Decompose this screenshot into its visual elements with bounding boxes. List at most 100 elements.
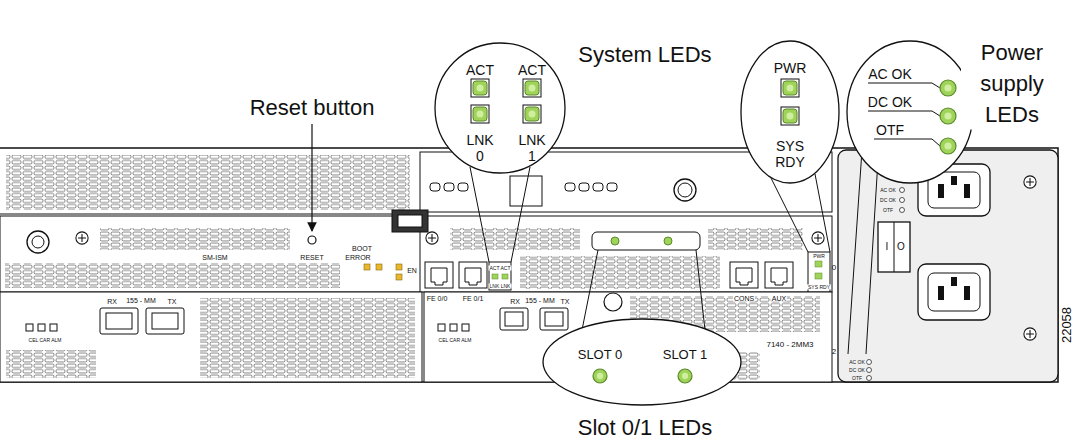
middle-module xyxy=(396,264,402,270)
middle-module xyxy=(611,237,619,245)
middle-module xyxy=(765,262,793,288)
led-symbol xyxy=(781,107,799,125)
callout-ellipse: SLOT 0SLOT 1 xyxy=(542,318,742,406)
led-name: LNK 1 xyxy=(515,132,549,164)
led-label: DC OK xyxy=(848,368,866,373)
button-label: RESET xyxy=(299,254,324,261)
top-module xyxy=(674,179,696,201)
bottom-right-module xyxy=(540,308,568,330)
power-supply xyxy=(951,277,957,286)
bottom-left-module xyxy=(0,292,422,382)
callout-outline xyxy=(847,41,973,183)
led-name: SLOT 0 xyxy=(578,347,623,362)
top-module xyxy=(607,183,617,191)
middle-module xyxy=(392,210,428,232)
led-label: ACT ACT xyxy=(488,266,511,271)
middle-module xyxy=(812,232,824,244)
middle-module xyxy=(396,274,402,280)
leader-line xyxy=(770,176,808,252)
port-label: RX xyxy=(106,298,118,305)
top-module xyxy=(593,183,603,191)
bottom-right-module xyxy=(450,324,457,331)
bottom-left-module xyxy=(100,308,138,334)
port-label: TX xyxy=(167,298,178,305)
bottom-left-module xyxy=(6,350,96,378)
callout-outline xyxy=(542,318,742,406)
chassis xyxy=(0,148,1058,382)
module-name: SM-ISM xyxy=(201,254,228,261)
middle-module xyxy=(489,262,511,290)
led-symbol xyxy=(678,369,692,383)
led-symbol xyxy=(471,79,489,97)
middle-module xyxy=(100,228,290,250)
middle-module xyxy=(32,236,44,248)
led-symbol xyxy=(529,111,536,118)
power-supply xyxy=(878,222,910,272)
power-supply xyxy=(938,286,944,300)
led-symbol xyxy=(471,79,489,97)
bottom-right-module xyxy=(545,312,563,326)
callout-circle: ACTACTLNK 0LNK 1 xyxy=(434,42,566,174)
chassis xyxy=(6,155,410,210)
power-supply xyxy=(928,273,980,311)
callout-outline xyxy=(846,40,974,184)
bottom-left-module xyxy=(152,313,178,329)
figure-number: 22058 xyxy=(1060,306,1073,344)
led-symbol xyxy=(529,85,536,92)
bottom-left-module xyxy=(146,308,184,334)
callout-circle: PWRSYS RDY xyxy=(740,40,840,184)
led-symbol xyxy=(597,373,603,379)
bottom-left-module xyxy=(26,324,33,331)
middle-module xyxy=(808,252,830,292)
led-label: CEL CAR ALM xyxy=(438,338,473,343)
callout-outline xyxy=(543,319,741,405)
bottom-right-module xyxy=(500,308,528,330)
led-symbol xyxy=(781,79,799,97)
led-symbol xyxy=(525,81,539,95)
led-symbol xyxy=(523,79,541,97)
power-supply xyxy=(964,184,970,198)
led-symbol xyxy=(473,107,487,121)
bottom-right-module xyxy=(604,293,622,311)
middle-module xyxy=(492,274,498,279)
top-module xyxy=(444,183,454,191)
middle-module xyxy=(465,268,481,285)
power-supply xyxy=(951,176,957,185)
middle-module xyxy=(664,237,672,245)
led-name: SYS RDY xyxy=(771,138,809,170)
power-supply xyxy=(918,264,990,320)
top-module xyxy=(565,183,575,191)
bottom-left-module xyxy=(106,313,132,329)
callout-label: System LEDs xyxy=(577,44,712,66)
bottom-left-module xyxy=(38,324,45,331)
port-label: TX xyxy=(560,298,571,305)
power-supply xyxy=(867,376,872,381)
middle-module xyxy=(459,262,487,288)
led-symbol xyxy=(523,79,541,97)
switch-label: O xyxy=(896,242,906,252)
top-module xyxy=(510,176,542,206)
leader-line xyxy=(848,150,862,354)
led-label: SYS RDY xyxy=(807,285,831,290)
port-label: 155 - MM xyxy=(125,297,157,304)
led-symbol xyxy=(940,138,956,154)
middle-module xyxy=(592,232,700,250)
led-label: AC OK xyxy=(879,188,897,193)
led-symbol xyxy=(783,109,797,123)
led-name: DC OK xyxy=(868,94,912,110)
middle-module xyxy=(815,273,822,279)
led-symbol xyxy=(471,105,489,123)
model-number: 7140 - 2MM3 xyxy=(765,341,814,349)
led-symbol xyxy=(781,107,799,125)
middle-module xyxy=(5,263,340,288)
led-name: AC OK xyxy=(868,66,912,82)
power-supply xyxy=(900,208,905,213)
bottom-right-module xyxy=(505,312,523,326)
led-symbol xyxy=(593,369,607,383)
led-symbol xyxy=(682,373,688,379)
led-name: ACT xyxy=(518,62,546,78)
led-label: CEL CAR ALM xyxy=(28,338,63,343)
middle-module xyxy=(0,210,832,292)
slot-number: 2 xyxy=(831,348,837,356)
led-name: ACT xyxy=(466,62,494,78)
